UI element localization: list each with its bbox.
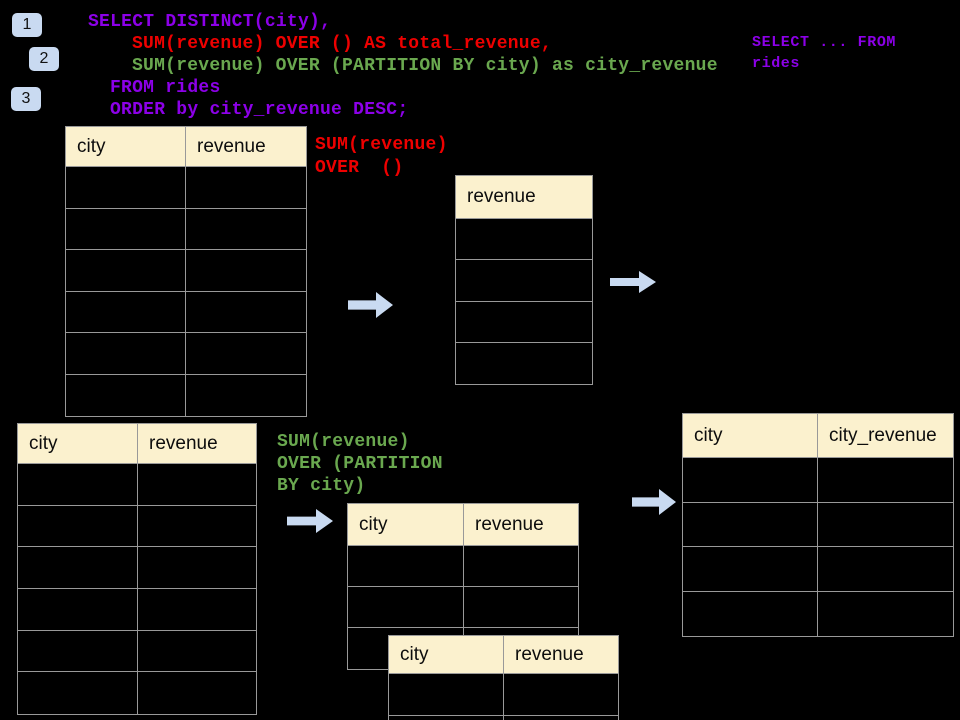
table-empty-cell	[348, 587, 464, 628]
sql-code-line: SUM(revenue) OVER (PARTITION BY city) as…	[132, 56, 718, 76]
arrow-rides-to-partition-icon	[287, 509, 333, 533]
table-empty-cell	[818, 547, 953, 592]
table-empty-cell	[66, 333, 186, 375]
partition-annotation: OVER (PARTITION	[277, 454, 443, 474]
partition-annotation: BY city)	[277, 476, 366, 496]
table-empty-cell	[18, 547, 138, 590]
column-header-revenue: revenue	[138, 424, 256, 464]
table-empty-cell	[18, 505, 138, 548]
table-empty-cell	[389, 716, 504, 720]
table-empty-cell	[683, 591, 818, 636]
total-revenue-column-table: revenue	[455, 175, 593, 386]
column-header-city: city	[18, 424, 138, 464]
table-empty-cell	[66, 291, 186, 333]
table-empty-cell	[818, 591, 953, 636]
arrow-partition-to-result-icon	[632, 489, 676, 515]
table-empty-cell	[456, 301, 592, 343]
arrow-rides-to-total-icon	[348, 292, 393, 318]
table-empty-cell	[66, 250, 186, 292]
sql-code-line: FROM rides	[110, 78, 221, 98]
column-header-city: city	[348, 504, 464, 546]
table-empty-cell	[138, 589, 256, 631]
column-header-city: city	[389, 636, 504, 674]
table-empty-cell	[18, 672, 138, 715]
table-empty-cell	[186, 374, 306, 416]
column-header-city: city	[66, 127, 186, 167]
table-empty-cell	[683, 502, 818, 547]
table-empty-cell	[456, 219, 592, 261]
table-empty-cell	[138, 672, 256, 715]
table-empty-cell	[456, 342, 592, 385]
table-empty-cell	[504, 716, 618, 720]
table-empty-cell	[66, 208, 186, 250]
step-badge-3: 3	[11, 87, 41, 111]
total-revenue-annotation: OVER ()	[315, 158, 404, 178]
sql-code-line: SELECT DISTINCT(city),	[88, 12, 332, 32]
table-empty-cell	[138, 630, 256, 673]
table-empty-cell	[186, 250, 306, 292]
table-empty-cell	[18, 630, 138, 673]
table-empty-cell	[683, 458, 818, 503]
table-empty-cell	[818, 458, 953, 503]
total-revenue-annotation: SUM(revenue)	[315, 135, 448, 155]
column-header-revenue: revenue	[186, 127, 306, 167]
table-empty-cell	[66, 374, 186, 416]
column-header-revenue: revenue	[456, 176, 592, 219]
table-empty-cell	[186, 333, 306, 375]
column-header-city: city	[683, 414, 818, 458]
table-empty-cell	[683, 547, 818, 592]
table-empty-cell	[186, 291, 306, 333]
arrow-total-out-icon	[610, 271, 656, 293]
table-empty-cell	[66, 167, 186, 209]
column-header-revenue: revenue	[504, 636, 618, 674]
step-badge-1: 1	[12, 13, 42, 37]
table-empty-cell	[138, 464, 256, 506]
side-note-line: SELECT ... FROM	[752, 34, 897, 51]
table-empty-cell	[18, 464, 138, 506]
table-empty-cell	[186, 208, 306, 250]
table-empty-cell	[138, 505, 256, 548]
sql-code-line: ORDER by city_revenue DESC;	[110, 100, 409, 120]
table-empty-cell	[138, 547, 256, 590]
table-empty-cell	[464, 546, 578, 587]
column-header-revenue: revenue	[464, 504, 578, 546]
table-empty-cell	[504, 674, 618, 716]
table-empty-cell	[464, 587, 578, 628]
table-empty-cell	[348, 546, 464, 587]
table-empty-cell	[389, 674, 504, 716]
table-empty-cell	[818, 502, 953, 547]
table-empty-cell	[186, 167, 306, 209]
table-empty-cell	[456, 260, 592, 302]
partition-annotation: SUM(revenue)	[277, 432, 410, 452]
sql-code-line: SUM(revenue) OVER () AS total_revenue,	[132, 34, 552, 54]
column-header-city_revenue: city_revenue	[818, 414, 953, 458]
side-note-line: rides	[752, 55, 801, 72]
step-badge-2: 2	[29, 47, 59, 71]
table-empty-cell	[18, 589, 138, 631]
